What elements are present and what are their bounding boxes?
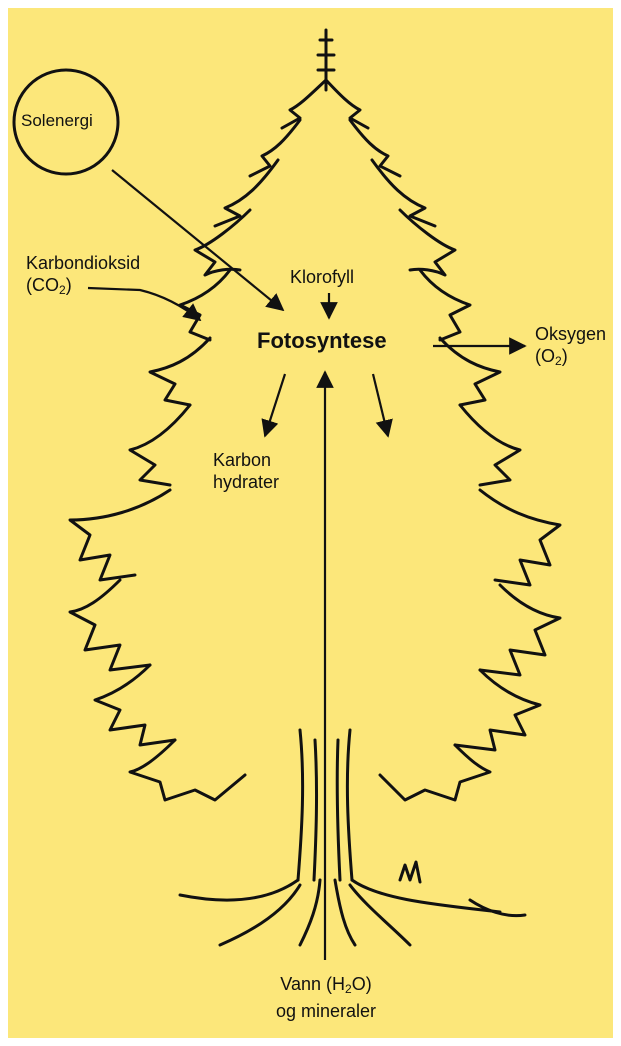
process-arrows — [88, 170, 525, 960]
carbohydrates-line2: hydrater — [213, 471, 279, 493]
water-formula: Vann (H2O) — [258, 973, 394, 1000]
spruce-tree-outline — [70, 30, 560, 945]
carbon-dioxide-name: Karbondioksid — [26, 252, 140, 274]
water-minerals-label: Vann (H2O) og mineraler — [258, 973, 394, 1022]
oxygen-label: Oksygen (O2) — [535, 323, 606, 372]
oxygen-formula: (O2) — [535, 345, 606, 372]
chlorophyll-label: Klorofyll — [290, 266, 354, 288]
minerals-line: og mineraler — [258, 1000, 394, 1022]
oxygen-name: Oksygen — [535, 323, 606, 345]
carbohydrate-arrow-right — [373, 374, 388, 436]
carbohydrates-label: Karbon hydrater — [213, 449, 279, 493]
carbon-dioxide-label: Karbondioksid (CO2) — [26, 252, 140, 301]
photosynthesis-label: Fotosyntese — [257, 330, 387, 352]
carbohydrates-line1: Karbon — [213, 449, 279, 471]
carbohydrate-arrow-left — [265, 374, 285, 436]
sun-label: Solenergi — [21, 110, 93, 132]
carbon-dioxide-formula: (CO2) — [26, 274, 140, 301]
